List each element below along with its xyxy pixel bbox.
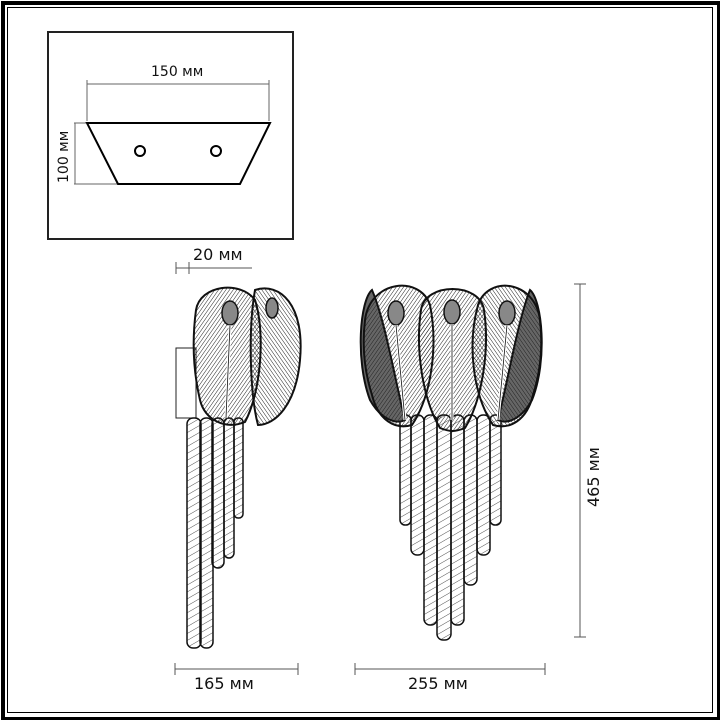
front-view-lamp	[359, 284, 543, 641]
side-view-lamp	[175, 286, 302, 649]
side-depth-label: 20 мм	[193, 245, 243, 264]
height-dimension	[574, 283, 586, 638]
inner-frame	[7, 7, 713, 713]
front-width-label: 255 мм	[408, 674, 468, 693]
base-plate-shape	[74, 80, 272, 185]
side-width-dimension	[174, 663, 299, 675]
side-width-label: 165 мм	[194, 674, 254, 693]
front-height-label: 465 мм	[584, 447, 603, 507]
side-depth-dimension	[175, 262, 252, 274]
base-height-label: 100 мм	[56, 130, 72, 183]
front-width-dimension	[354, 663, 546, 675]
base-width-label: 150 мм	[151, 64, 204, 80]
